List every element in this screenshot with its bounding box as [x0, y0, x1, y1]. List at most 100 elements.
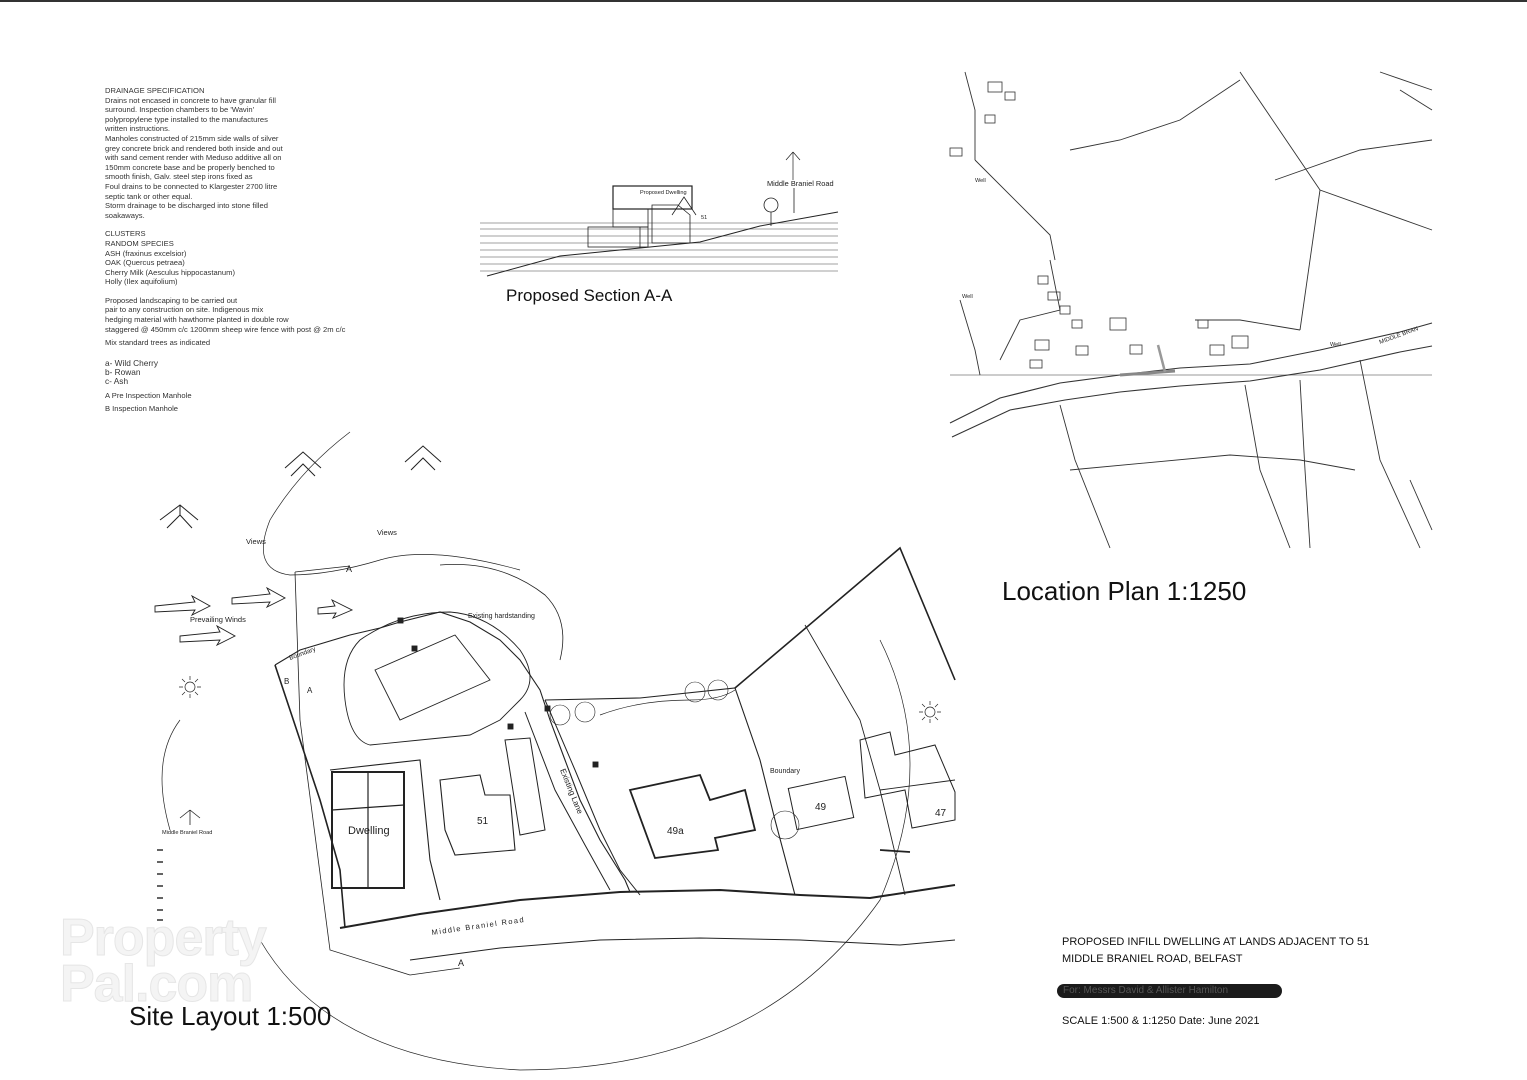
location-label-well: Well: [962, 294, 973, 300]
existing-hardstanding-label: Existing hardstanding: [468, 613, 535, 620]
tree-key-item: a- Wild Cherry: [105, 357, 159, 368]
middle-braniel-road-south-edge: [409, 937, 956, 961]
hardstanding-inner: [374, 634, 491, 721]
views-label: Views: [377, 528, 397, 537]
watermark-logo: Property Pal.com: [60, 909, 268, 1013]
section-dwelling-label: Proposed Dwelling: [640, 190, 687, 196]
field-boundary: [1239, 71, 1433, 231]
field-boundary: [1059, 404, 1111, 549]
prevailing-winds-label: Prevailing Winds: [190, 615, 246, 624]
field-boundary: [1069, 79, 1241, 151]
clusters-line: RANDOM SPECIES: [105, 238, 174, 248]
house-51-roof: [671, 196, 697, 216]
driveway-track: [439, 564, 564, 661]
spec-line: Manholes constructed of 215mm side walls…: [105, 133, 279, 143]
landscaping-line: pair to any construction on site. Indige…: [105, 305, 264, 315]
location-label-well: Well: [1330, 342, 1341, 348]
section-level-lines: [480, 222, 838, 272]
sun-icon: [919, 701, 941, 723]
house-49-footprint: [787, 775, 855, 831]
section-road-label: Middle Braniel Road: [767, 179, 834, 188]
road-label-small: Middle Braniel Road: [162, 830, 212, 836]
manhole-marker-a: A: [307, 686, 313, 695]
wind-arrow-icon: [231, 586, 286, 609]
site-boundary: [329, 759, 441, 901]
boundary-label: Boundary: [288, 646, 317, 662]
spec-line: with sand cement render with Meduso addi…: [105, 153, 282, 163]
neighbour-boundary: [804, 624, 906, 896]
ground-profile-line: [486, 211, 839, 277]
field-boundary: [1244, 384, 1291, 549]
manhole-key-item: B Inspection Manhole: [105, 404, 179, 414]
dwelling-label: Dwelling: [348, 825, 390, 837]
project-title-line: MIDDLE BRANIEL ROAD, BELFAST: [1062, 953, 1243, 965]
house-47-label: 47: [935, 808, 947, 819]
wind-arrow-icon: [179, 624, 236, 647]
existing-lane-edge: [524, 711, 611, 891]
client-line-redacted: For: Messrs David & Allister Hamilton: [1057, 984, 1282, 998]
field-boundary: [964, 71, 976, 160]
clusters-line: Cherry Milk (Aesculus hippocastanum): [105, 267, 235, 277]
site-layout-plan: Views Views Prevailing Winds Existing ha…: [154, 431, 956, 1071]
spec-line: 150mm concrete base and be properly benc…: [105, 162, 275, 172]
boundary-label: Boundary: [770, 768, 800, 775]
top-border-line: [0, 0, 1527, 2]
neighbour-boundary: [879, 779, 956, 791]
standard-trees-note: Mix standard trees as indicated: [105, 338, 211, 348]
road-south-edge: [951, 345, 1433, 438]
drainage-specification-notes: DRAINAGE SPECIFICATION Drains not encase…: [105, 86, 350, 414]
house-49a-footprint: [628, 773, 757, 859]
wind-arrow-icon: [154, 594, 211, 617]
sun-path-arc: [161, 719, 181, 831]
views-arc: [263, 431, 521, 576]
tree-key-item: b- Rowan: [105, 366, 141, 377]
spec-line: septic tank or other equal.: [105, 191, 193, 201]
section-line-a-a: [294, 571, 411, 976]
middle-braniel-road-north-edge: [339, 884, 956, 929]
clusters-line: Holly (Ilex aquifolium): [105, 277, 178, 287]
views-label: Views: [246, 537, 266, 546]
views-arrow-icon: [159, 504, 199, 529]
scale-ticks: [157, 849, 163, 921]
spec-line: Drains not encased in concrete to have g…: [105, 95, 276, 105]
field-boundary: [1274, 139, 1433, 181]
field-boundary: [1299, 189, 1321, 331]
field-boundary: [959, 299, 981, 376]
section-a-a-drawing: Proposed Dwelling Middle Braniel Road 51: [480, 151, 839, 277]
house-49-label: 49: [815, 802, 827, 813]
spec-line: soakaways.: [105, 210, 145, 220]
spec-line: grey concrete brick and rendered both in…: [105, 143, 283, 153]
existing-lane-label: Existing Lane: [558, 767, 585, 815]
existing-lane-edge: [544, 699, 641, 896]
field-boundary: [974, 159, 1056, 261]
north-arrow-section: [785, 151, 801, 180]
clusters-line: ASH (fraxinus excelsior): [105, 248, 187, 258]
spec-line: polypropylene type installed to the manu…: [105, 114, 268, 124]
watermark-line: Property: [60, 909, 268, 967]
section-marker-a: A: [458, 958, 464, 968]
plot-49a-boundary: [544, 687, 796, 896]
sun-icon: [179, 676, 201, 698]
site-boundary: [274, 664, 346, 929]
house-47-footprint: [859, 731, 956, 829]
house-51-section: [651, 204, 691, 244]
manhole-key-item: A Pre Inspection Manhole: [105, 390, 192, 400]
views-arrow-icon: [284, 451, 322, 477]
house-51-label: 51: [477, 816, 489, 827]
field-boundary: [1379, 71, 1433, 91]
location-plan-map: Well Well Well MIDDLE BRAN: [949, 71, 1433, 549]
section-title: Proposed Section A-A: [506, 286, 673, 305]
tree-key-item: c- Ash: [105, 375, 129, 386]
tree-symbol: [763, 197, 779, 213]
watermark-line: Pal.com: [60, 955, 254, 1013]
house-51-footprint: [439, 774, 516, 856]
plot-49a-hedge: [599, 689, 736, 716]
title-block: PROPOSED INFILL DWELLING AT LANDS ADJACE…: [1057, 934, 1369, 1030]
views-arrow-icon: [404, 445, 442, 471]
proposed-dwelling-outline: [612, 185, 693, 210]
field-boundary: [1195, 319, 1301, 331]
field-boundary: [999, 259, 1061, 361]
section-house-number: 51: [701, 215, 707, 221]
location-buildings: [949, 81, 1249, 369]
